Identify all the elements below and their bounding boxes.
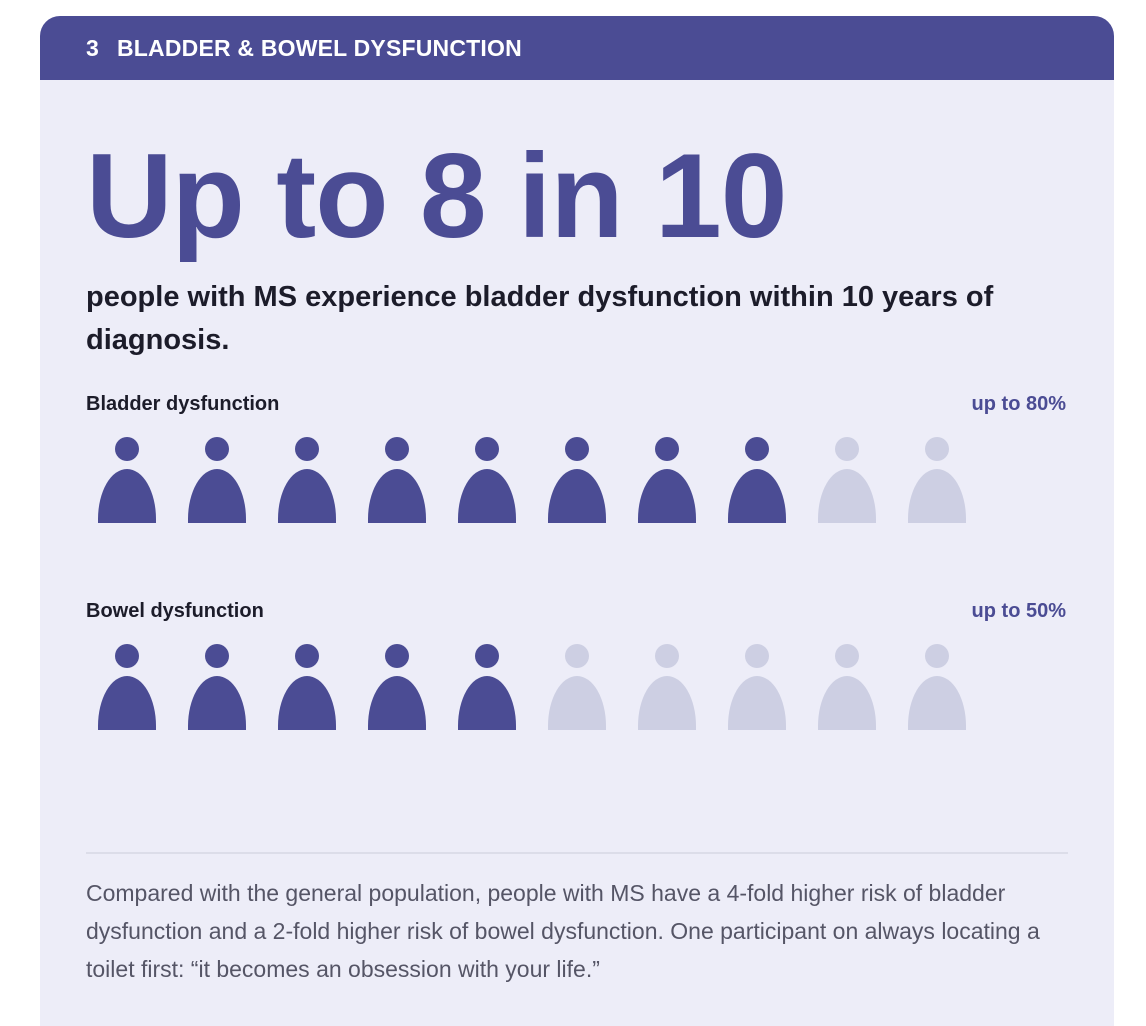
person-body <box>98 469 156 523</box>
person-icon <box>728 437 786 523</box>
person-icon <box>98 437 156 523</box>
body-paragraph: Compared with the general population, pe… <box>86 880 1040 982</box>
person-body <box>818 676 876 730</box>
person-body <box>548 676 606 730</box>
person-body <box>638 469 696 523</box>
person-body <box>368 469 426 523</box>
headline-description: people with MS experience bladder dysfun… <box>86 281 994 356</box>
person-icon <box>278 644 336 730</box>
person-head <box>745 644 769 668</box>
person-body <box>638 676 696 730</box>
person-body <box>458 469 516 523</box>
person-body <box>818 469 876 523</box>
section-header: 3 BLADDER & BOWEL DYSFUNCTION <box>40 16 1114 80</box>
person-head <box>565 644 589 668</box>
person-body <box>278 676 336 730</box>
person-body <box>188 676 246 730</box>
person-icon <box>548 437 606 523</box>
bowel-row-label: Bowel dysfunction <box>86 600 264 622</box>
person-head <box>295 644 319 668</box>
bladder-icon-row <box>98 437 966 523</box>
person-head <box>295 437 319 461</box>
info-card: 3 BLADDER & BOWEL DYSFUNCTION Up to 8 in… <box>40 16 1114 1026</box>
person-icon <box>908 437 966 523</box>
person-head <box>115 437 139 461</box>
person-head <box>385 644 409 668</box>
person-head <box>655 644 679 668</box>
section-title: BLADDER & BOWEL DYSFUNCTION <box>117 34 522 61</box>
person-icon <box>638 437 696 523</box>
person-body <box>368 676 426 730</box>
person-icon <box>368 437 426 523</box>
person-head <box>565 437 589 461</box>
person-icon <box>98 644 156 730</box>
bowel-icon-row <box>98 644 966 730</box>
person-body <box>458 676 516 730</box>
person-icon <box>458 644 516 730</box>
person-icon <box>728 644 786 730</box>
bladder-row-label: Bladder dysfunction <box>86 393 280 415</box>
section-number: 3 <box>86 34 99 61</box>
person-icon <box>278 437 336 523</box>
person-body <box>98 676 156 730</box>
person-head <box>205 437 229 461</box>
bowel-row-value: up to 50% <box>971 600 1066 622</box>
person-icon <box>818 644 876 730</box>
person-body <box>188 469 246 523</box>
person-head <box>205 644 229 668</box>
person-icon <box>548 644 606 730</box>
person-icon <box>638 644 696 730</box>
person-icon <box>818 437 876 523</box>
person-body <box>548 469 606 523</box>
person-head <box>745 437 769 461</box>
person-head <box>925 437 949 461</box>
person-icon <box>458 437 516 523</box>
bladder-row-value: up to 80% <box>971 393 1066 415</box>
person-icon <box>368 644 426 730</box>
person-icon <box>908 644 966 730</box>
person-head <box>115 644 139 668</box>
person-icon <box>188 644 246 730</box>
person-body <box>728 469 786 523</box>
person-body <box>908 469 966 523</box>
person-body <box>908 676 966 730</box>
person-head <box>385 437 409 461</box>
person-head <box>835 644 859 668</box>
person-head <box>475 437 499 461</box>
person-head <box>655 437 679 461</box>
headline-stat: Up to 8 in 10 <box>86 129 787 263</box>
person-icon <box>188 437 246 523</box>
person-body <box>278 469 336 523</box>
person-body <box>728 676 786 730</box>
person-head <box>835 437 859 461</box>
person-head <box>475 644 499 668</box>
person-head <box>925 644 949 668</box>
divider <box>86 852 1068 854</box>
